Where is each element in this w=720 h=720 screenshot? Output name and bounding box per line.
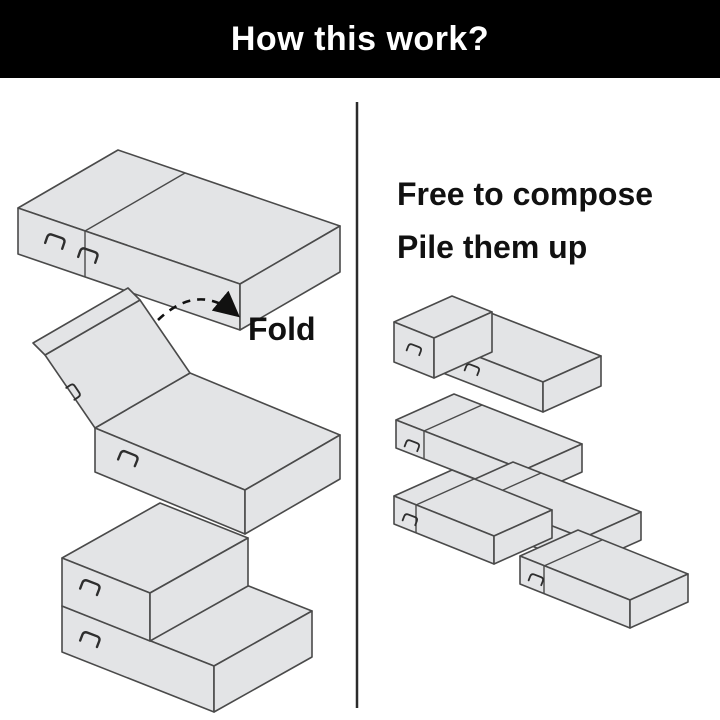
flap-face-edge — [32, 287, 141, 356]
small-box-face-right — [433, 311, 493, 379]
box-face-right — [542, 355, 602, 413]
header-bar: How this work? — [0, 0, 720, 78]
box-face-right — [244, 434, 341, 535]
step-3-mattress-folded-stack — [61, 502, 313, 713]
right-heading-line1: Free to compose — [397, 176, 653, 212]
fold-arrow-icon — [157, 290, 240, 321]
pile-cluster-step — [393, 295, 602, 413]
fold-seam-line — [84, 172, 186, 232]
box-face-right — [239, 225, 341, 331]
front-box-face-right — [493, 509, 553, 565]
page-title: How this work? — [230, 19, 490, 58]
box-face-right — [629, 573, 689, 629]
right-heading-line2: Pile them up — [397, 229, 587, 265]
step-2-mattress-folding: Fold — [32, 287, 341, 535]
fold-seam-line — [543, 539, 603, 567]
pile-cluster-pair — [393, 461, 642, 567]
fold-seam-line — [415, 478, 475, 506]
fold-label: Fold — [248, 311, 316, 347]
fold-seam-line — [423, 404, 483, 432]
box-face-right — [213, 610, 313, 713]
pile-cluster-offset — [519, 529, 689, 629]
top-box-face-right — [149, 537, 249, 642]
step-1-mattress-flat — [17, 149, 341, 331]
